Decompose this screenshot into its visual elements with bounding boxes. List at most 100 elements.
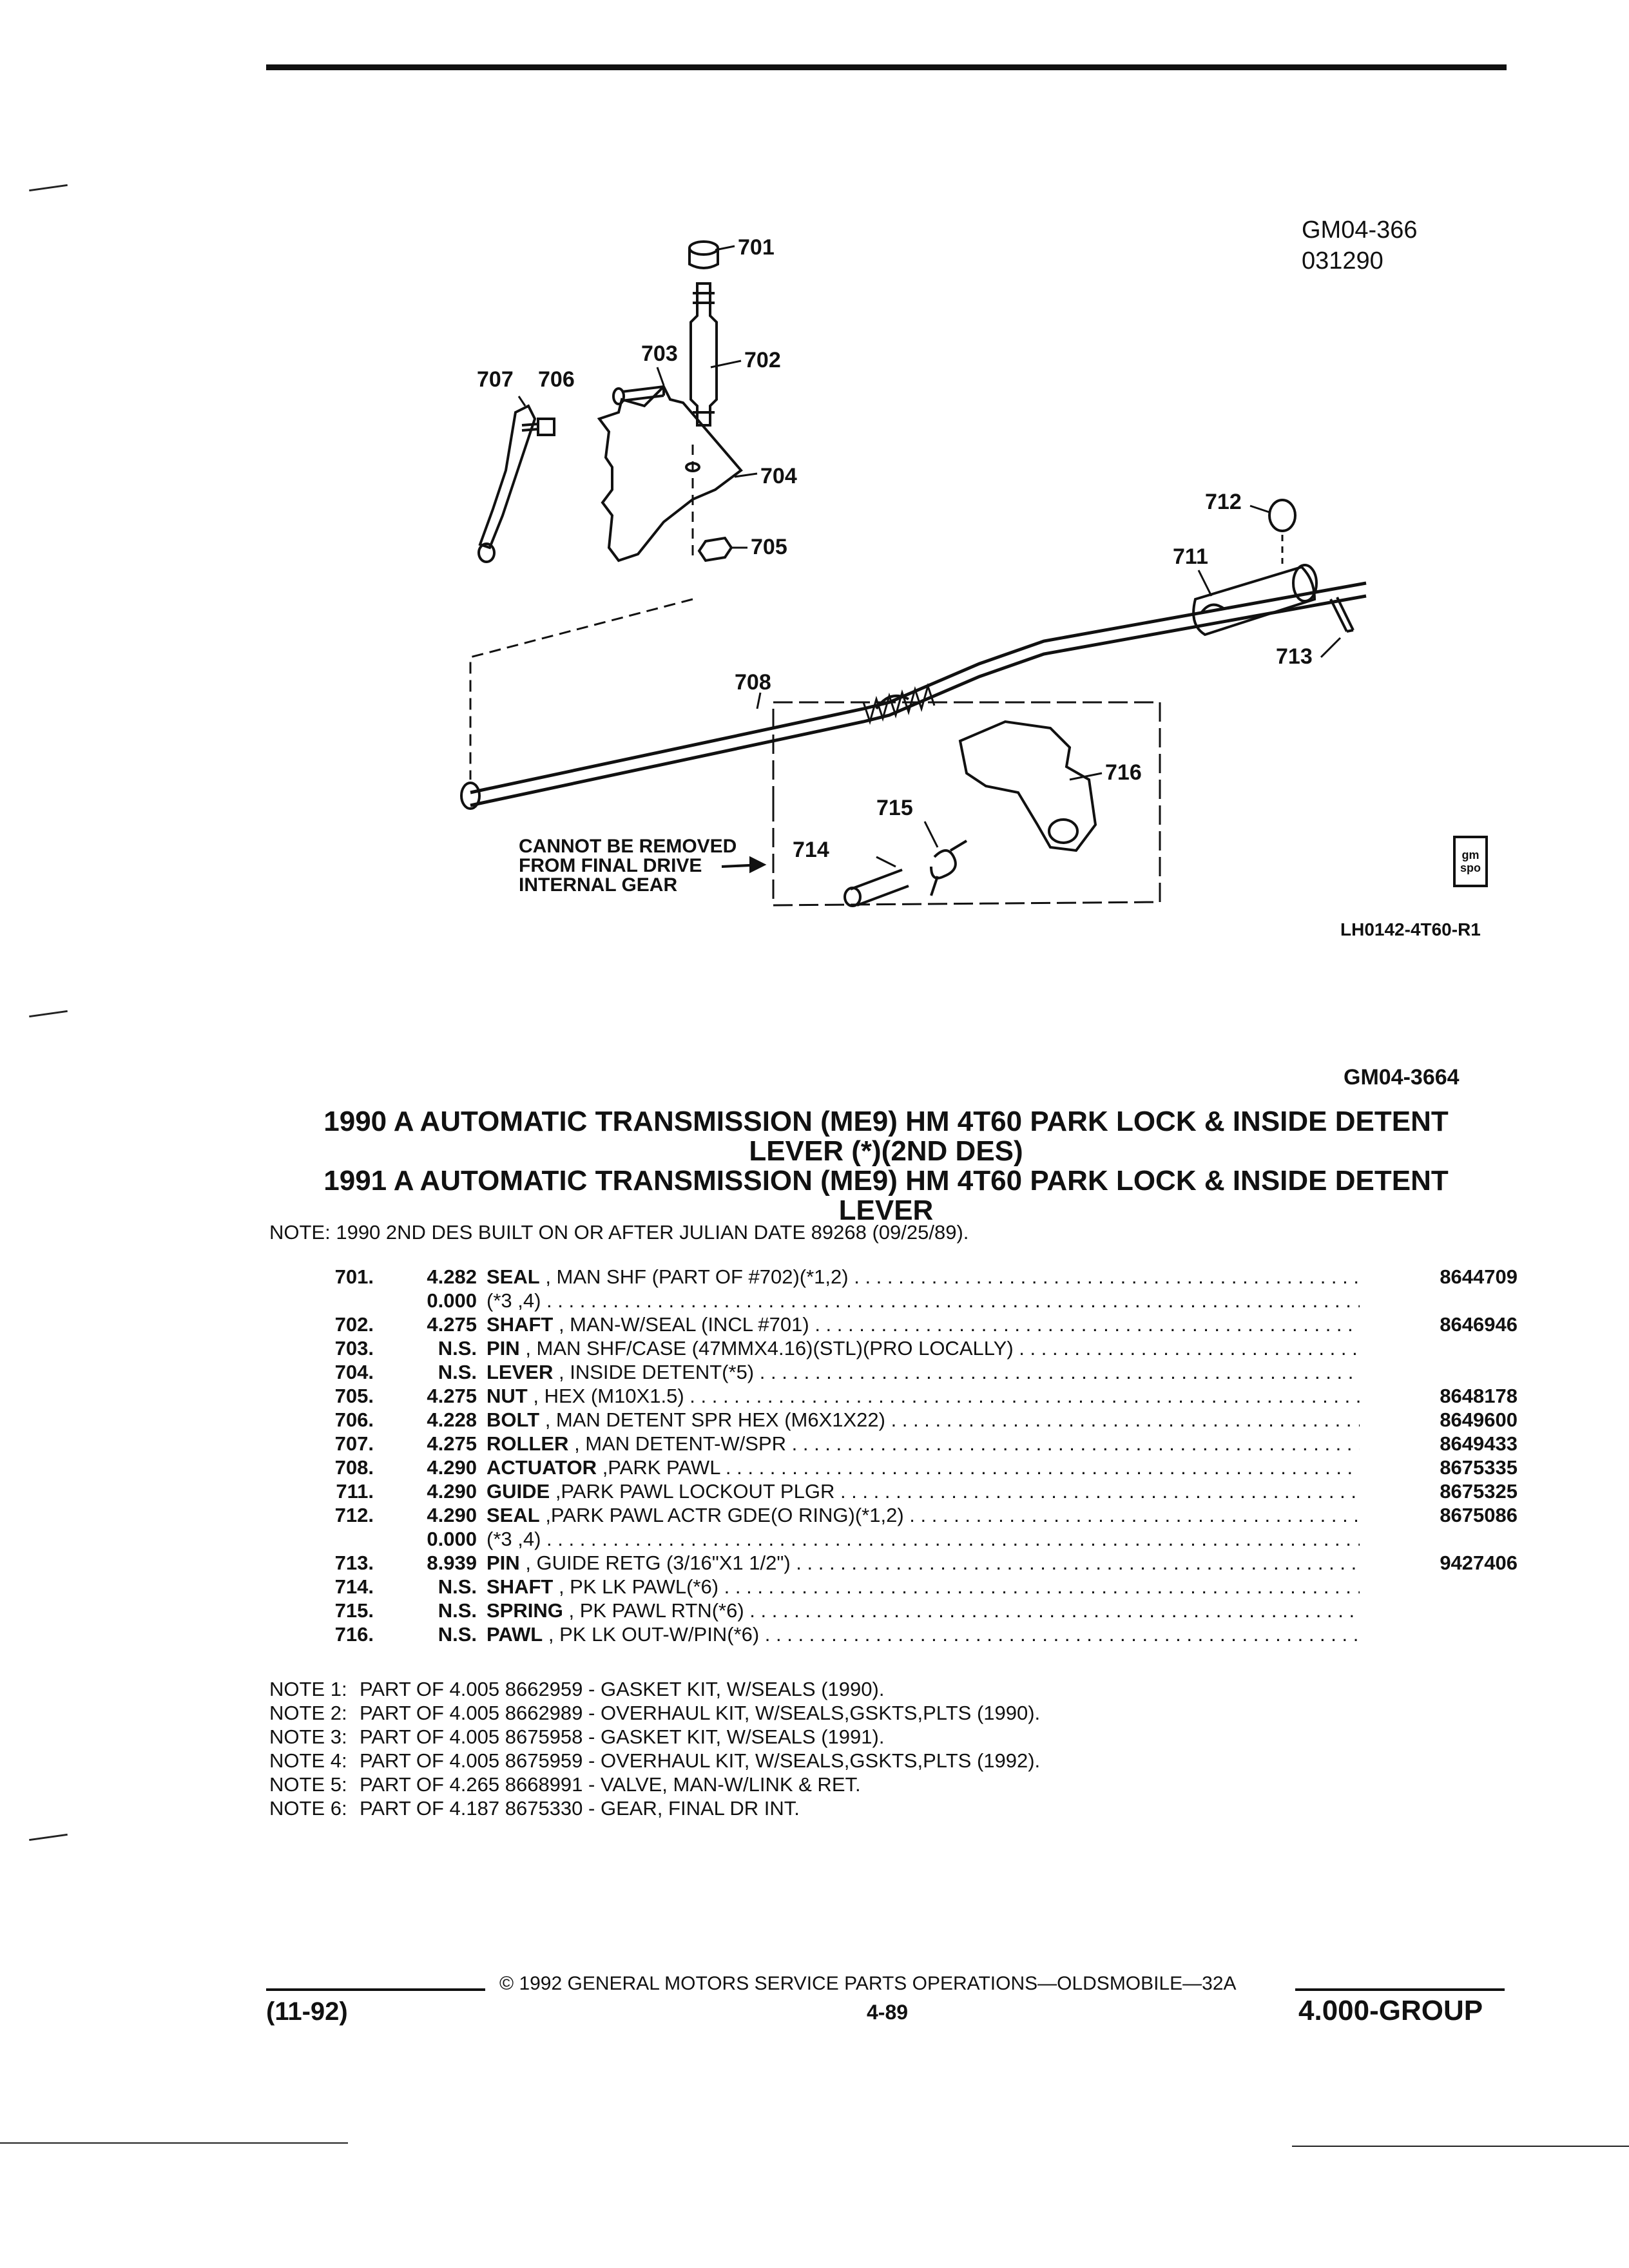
callout-703: 703 [641, 341, 678, 366]
part-name: NUT [487, 1385, 528, 1407]
diagram-note-line: FROM FINAL DRIVE [519, 855, 702, 876]
actuator-708-part [470, 581, 1367, 794]
group-code: 0.000 [427, 1289, 477, 1312]
roller-707-part [478, 404, 537, 550]
group-code: 0.000 [427, 1528, 477, 1550]
part-description: ACTUATOR ,PARK PAWL . . . . . . . . . . … [487, 1456, 1360, 1479]
part-row: 714.N.S.SHAFT , PK LK PAWL(*6) . . . . .… [258, 1575, 1518, 1599]
footnote: NOTE 4:PART OF 4.005 8675959 - OVERHAUL … [269, 1749, 1040, 1773]
group-code: 4.290 [427, 1456, 477, 1479]
callout-716: 716 [1105, 760, 1142, 785]
part-description: SPRING , PK PAWL RTN(*6) . . . . . . . .… [487, 1599, 1360, 1622]
leader-dots: . . . . . . . . . . . . . . . . . . . . … [854, 1265, 1360, 1288]
footer-rule-left [266, 1988, 485, 1991]
group-code: N.S. [438, 1623, 477, 1646]
part-description: SEAL , MAN SHF (PART OF #702)(*1,2) . . … [487, 1265, 1360, 1289]
part-description: SHAFT , PK LK PAWL(*6) . . . . . . . . .… [487, 1575, 1360, 1599]
page-code: GM04-3664 [1344, 1065, 1460, 1090]
leader-dots: . . . . . . . . . . . . . . . . . . . . … [724, 1575, 1360, 1598]
leader-dots: . . . . . . . . . . . . . . . . . . . . … [725, 1456, 1360, 1479]
leader-dots: . . . . . . . . . . . . . . . . . . . . … [689, 1385, 1360, 1407]
leader-dots: . . . . . . . . . . . . . . . . . . . . … [764, 1623, 1360, 1646]
part-number-ref: 701. [334, 1265, 374, 1288]
part-detail: , INSIDE DETENT(*5) [558, 1361, 755, 1383]
group-code: 8.939 [427, 1552, 477, 1574]
group-code: 4.228 [427, 1408, 477, 1431]
shaft-714-part [850, 869, 909, 907]
footnote-text: PART OF 4.005 8662959 - GASKET KIT, W/SE… [360, 1678, 885, 1700]
margin-mark [29, 1833, 68, 1841]
leader-dots: . . . . . . . . . . . . . . . . . . . . … [840, 1480, 1360, 1503]
leader-dots: . . . . . . . . . . . . . . . . . . . . … [1019, 1337, 1360, 1360]
footnote-label: NOTE 1: [269, 1678, 347, 1700]
part-detail: , MAN SHF (PART OF #702)(*1,2) [545, 1265, 849, 1288]
title-line: LEVER (*)(2ND DES) [749, 1135, 1023, 1167]
gm-part-number: 8649600 [1440, 1408, 1518, 1431]
part-row: 0.000 (*3 ,4) . . . . . . . . . . . . . … [258, 1289, 1518, 1312]
part-description: SEAL ,PARK PAWL ACTR GDE(O RING)(*1,2) .… [487, 1503, 1360, 1527]
gm-part-number: 9427406 [1440, 1552, 1518, 1574]
part-row: 703.N.S.PIN , MAN SHF/CASE (47MMX4.16)(S… [258, 1336, 1518, 1360]
part-detail: ,PARK PAWL LOCKOUT PLGR [555, 1480, 835, 1503]
seal-701-body [688, 248, 719, 269]
part-number-ref: 708. [334, 1456, 374, 1479]
leader-dots: . . . . . . . . . . . . . . . . . . . . … [749, 1599, 1360, 1622]
guide-711-part [1192, 565, 1316, 637]
part-detail: , MAN-W/SEAL (INCL #701) [558, 1313, 809, 1336]
leader-dots: . . . . . . . . . . . . . . . . . . . . … [759, 1361, 1360, 1383]
group-code: N.S. [438, 1575, 477, 1598]
group-code: 4.275 [427, 1385, 477, 1407]
part-description: PIN , MAN SHF/CASE (47MMX4.16)(STL)(PRO … [487, 1336, 1360, 1360]
part-description: GUIDE ,PARK PAWL LOCKOUT PLGR . . . . . … [487, 1479, 1360, 1503]
part-detail: (*3 ,4) [487, 1289, 541, 1312]
footnote: NOTE 1: PART OF 4.005 8662959 - GASKET KI… [269, 1677, 1040, 1701]
illustration-code: LH0142-4T60-R1 [1340, 919, 1481, 939]
part-description: ROLLER , MAN DETENT-W/SPR . . . . . . . … [487, 1432, 1360, 1456]
part-row: 715.N.S.SPRING , PK PAWL RTN(*6) . . . .… [258, 1599, 1518, 1622]
footnote-text: PART OF 4.005 8675959 - OVERHAUL KIT, W/… [360, 1749, 1041, 1772]
part-detail: , MAN SHF/CASE (47MMX4.16)(STL)(PRO LOCA… [525, 1337, 1014, 1360]
part-detail: , PK LK OUT-W/PIN(*6) [548, 1623, 760, 1646]
part-name: PIN [487, 1337, 520, 1360]
part-name: ACTUATOR [487, 1456, 597, 1479]
pawl-716-part [958, 720, 1097, 852]
diagram-note-line: INTERNAL GEAR [519, 874, 677, 896]
reference-date: 031290 [1302, 247, 1383, 274]
callout-701: 701 [738, 235, 775, 260]
callout-707: 707 [477, 367, 514, 392]
scan-edge-line [0, 2142, 348, 2144]
part-detail: (*3 ,4) [487, 1528, 541, 1550]
leader-dots: . . . . . . . . . . . . . . . . . . . . … [796, 1552, 1360, 1574]
group-code: 4.275 [427, 1432, 477, 1455]
reference-code: GM04-366 [1302, 216, 1418, 244]
callout-706: 706 [538, 367, 575, 392]
footnote: NOTE 5:PART OF 4.265 8668991 - VALVE, MA… [269, 1773, 1040, 1796]
group-code: 4.282 [427, 1265, 477, 1288]
leader-dots: . . . . . . . . . . . . . . . . . . . . … [546, 1289, 1360, 1312]
part-number-ref: 713. [334, 1552, 374, 1574]
spring-715-part [930, 840, 968, 896]
top-rule [266, 64, 1507, 70]
part-detail: ,PARK PAWL ACTR GDE(O RING)(*1,2) [545, 1504, 904, 1526]
gm-part-number: 8675325 [1440, 1480, 1518, 1503]
oring-712-part [1268, 499, 1296, 532]
page-number: 4-89 [867, 2001, 909, 2024]
part-detail: , MAN DETENT SPR HEX (M6X1X22) [545, 1408, 885, 1431]
part-number-ref: 705. [334, 1385, 374, 1407]
group-code: N.S. [438, 1337, 477, 1360]
part-name: SEAL [487, 1265, 540, 1288]
leader-dots: . . . . . . . . . . . . . . . . . . . . … [891, 1408, 1360, 1431]
part-detail: , HEX (M10X1.5) [533, 1385, 684, 1407]
part-name: PAWL [487, 1623, 543, 1646]
part-name: PIN [487, 1552, 520, 1574]
part-name: SEAL [487, 1504, 540, 1526]
part-number-ref: 706. [334, 1408, 374, 1431]
footnote-label: NOTE 6: [269, 1797, 347, 1820]
leader-dots: . . . . . . . . . . . . . . . . . . . . … [546, 1528, 1360, 1550]
leader-dots: . . . . . . . . . . . . . . . . . . . . … [909, 1504, 1360, 1526]
part-description: (*3 ,4) . . . . . . . . . . . . . . . . … [487, 1527, 1360, 1551]
